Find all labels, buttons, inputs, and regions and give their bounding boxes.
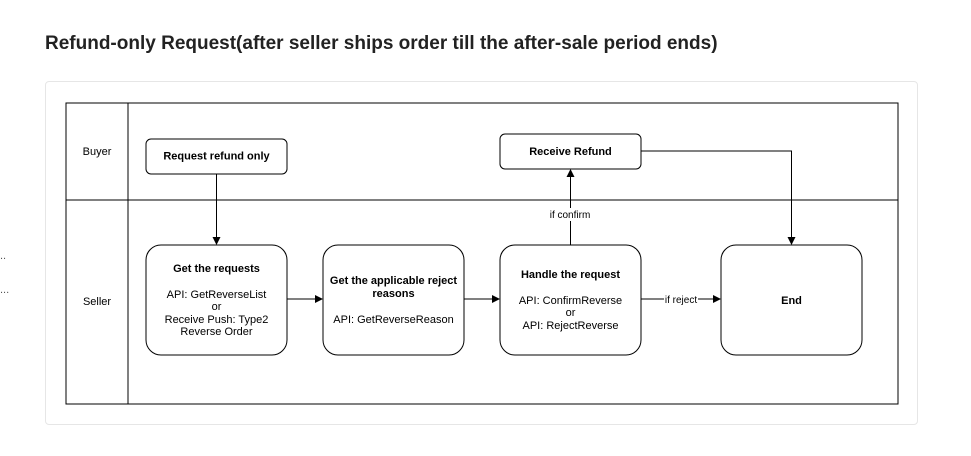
node-reject-reasons-title-line1: Get the applicable reject	[330, 275, 457, 287]
node-get-requests-push-type: Reverse Order	[180, 326, 252, 338]
side-mark-upper: ..	[0, 250, 7, 262]
node-reject-reasons-api: API: GetReverseReason	[333, 314, 453, 326]
lane-label-buyer: Buyer	[83, 146, 112, 158]
node-get-requests	[145, 244, 288, 356]
edge-label-confirm-bg	[544, 208, 596, 221]
edge-label-confirm: if confirm	[550, 210, 591, 221]
node-get-requests-title: Get the requests	[173, 263, 260, 275]
node-handle-request-confirm-api: API: ConfirmReverse	[519, 295, 622, 307]
node-reject-reasons	[322, 244, 465, 356]
node-handle-request-reject-api: API: RejectReverse	[523, 320, 619, 332]
node-get-requests-or: or	[212, 301, 222, 313]
edge-label-reject-bg	[664, 293, 698, 305]
edge-label-reject: if reject	[665, 295, 697, 306]
page-title: Refund-only Request(after seller ships o…	[45, 33, 718, 54]
node-receive-refund-title: Receive Refund	[529, 146, 612, 158]
node-request-refund-title: Request refund only	[163, 151, 270, 163]
node-handle-request-title: Handle the request	[521, 269, 620, 281]
node-get-requests-api: API: GetReverseList	[167, 289, 267, 301]
node-end	[720, 244, 863, 356]
edge-receive-refund-to-end	[641, 150, 796, 245]
side-mark-lower: ...	[0, 284, 10, 296]
swimlane-frame	[65, 102, 899, 405]
node-reject-reasons-title-line2: reasons	[372, 288, 414, 300]
lane-label-seller: Seller	[83, 296, 111, 308]
node-end-title: End	[781, 295, 802, 307]
node-get-requests-push: Receive Push: Type2	[165, 314, 269, 326]
node-handle-request-or: or	[566, 307, 576, 319]
